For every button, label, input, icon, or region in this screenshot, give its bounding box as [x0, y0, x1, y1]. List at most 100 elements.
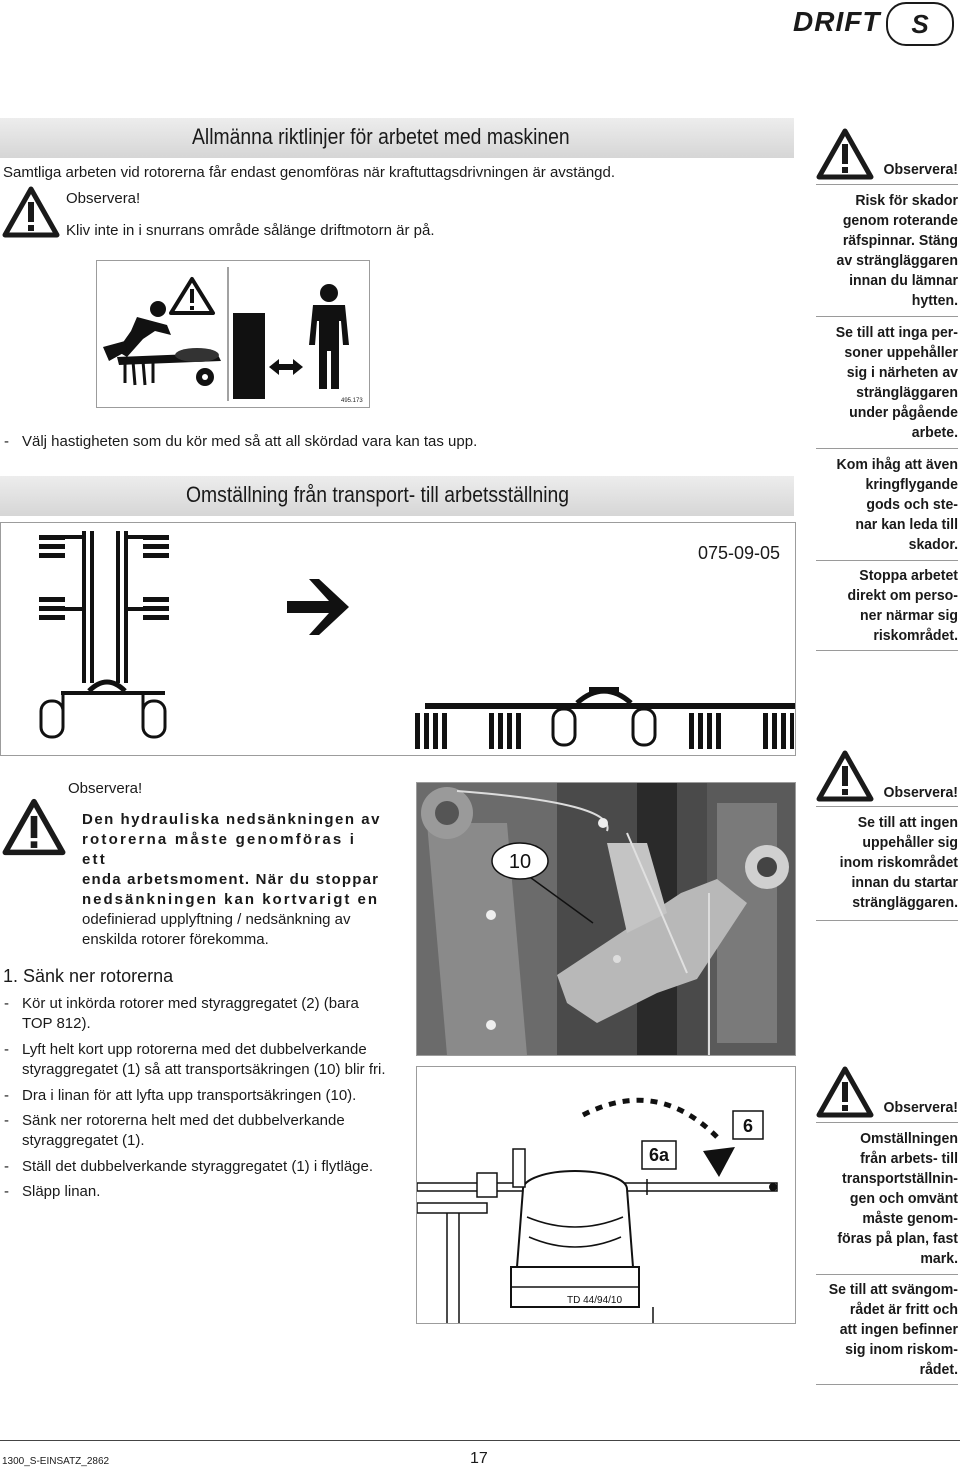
- danger-pictogram-drawing: 495.173: [103, 267, 363, 404]
- transport-to-work-diagram: 075-09-05: [0, 522, 796, 756]
- photo-drawing: 10: [417, 783, 795, 1055]
- warning-text: Kliv inte in i snurrans område sålänge d…: [66, 222, 435, 239]
- line: Risk för skador: [855, 192, 958, 209]
- warning-triangle-icon: [2, 186, 60, 238]
- line: sig i närheten av: [846, 364, 958, 381]
- line: innan du startar: [851, 874, 958, 891]
- hydraulic-warning-icon: [2, 798, 66, 856]
- line: under pågående: [849, 404, 958, 421]
- section2-heading-bar: Omställning från transport- till arbetss…: [0, 476, 794, 516]
- sidebar-observe-label: Observera!: [883, 161, 958, 178]
- figure-code: 495.173: [341, 398, 363, 404]
- line: att ingen befinner: [839, 1321, 958, 1338]
- line: hytten.: [911, 292, 958, 309]
- line: rådet.: [919, 1361, 958, 1378]
- line: av strängläggaren: [836, 252, 958, 269]
- sidebar3-header: Observera!: [816, 1098, 958, 1118]
- line: Ställ det dubbelverkande styraggregatet …: [22, 1158, 374, 1175]
- footer-rule: [0, 1440, 960, 1441]
- line: arbete.: [911, 424, 958, 441]
- sidebar3-paragraph-2: Se till att svängom- rådet är fritt och …: [816, 1280, 958, 1380]
- diagram-code: TD 44/94/10: [567, 1295, 622, 1306]
- line: inom riskområdet: [839, 854, 958, 871]
- line: rådet är fritt och: [849, 1301, 958, 1318]
- step-item: Dra i linan för att lyfta upp transports…: [0, 1086, 402, 1106]
- line: Lyft helt kort upp rotorerna med det dub…: [22, 1041, 367, 1058]
- rotor-lowering-diagram: 6a 6 TD 44/94/10: [416, 1066, 796, 1324]
- line: uppehåller sig: [862, 834, 958, 851]
- line: skador.: [908, 536, 958, 553]
- line: mark.: [920, 1250, 958, 1267]
- line: Kör ut inkörda rotorer med styraggregate…: [22, 995, 359, 1012]
- line: Släpp linan.: [22, 1183, 101, 1200]
- rotor-diagram-drawing: 6a 6 TD 44/94/10: [416, 1097, 778, 1323]
- line: riskområdet.: [873, 627, 958, 644]
- sidebar2-observe-label: Observera!: [883, 784, 958, 801]
- divider: [816, 316, 958, 317]
- diagram-drawing: [39, 531, 795, 749]
- sidebar3-observe-label: Observera!: [883, 1099, 958, 1116]
- line: direkt om perso-: [847, 587, 958, 604]
- line: enda arbetsmoment. När du stoppar: [82, 871, 380, 888]
- sidebar2-warning-icon: [816, 750, 874, 802]
- hydraulic-observe-label: Observera!: [68, 780, 143, 797]
- hydraulic-note: Den hydrauliska nedsänkningen av rotorer…: [82, 810, 382, 950]
- line: gen och omvänt: [849, 1190, 958, 1207]
- sidebar3-warning-icon: [816, 1066, 874, 1118]
- language-badge: S: [886, 2, 954, 46]
- line: styraggregatet (1).: [22, 1132, 145, 1149]
- line: kringflygande: [865, 476, 958, 493]
- section-heading-bar: Allmänna riktlinjer för arbetet med mask…: [0, 118, 794, 158]
- photo-callout: 10: [509, 851, 531, 873]
- sidebar2-header: Observera!: [816, 783, 958, 803]
- line: Stoppa arbetet: [859, 567, 958, 584]
- line: räfspinnar. Stäng: [842, 232, 958, 249]
- line: strängläggaren.: [852, 894, 958, 911]
- line: transportställnin-: [842, 1170, 958, 1187]
- line: sig inom riskom-: [845, 1341, 958, 1358]
- intro-text: Samtliga arbeten vid rotorerna får endas…: [3, 164, 616, 181]
- line: Se till att svängom-: [828, 1281, 958, 1298]
- danger-pictogram: 495.173: [96, 260, 370, 408]
- steps-heading: 1. Sänk ner rotorerna: [3, 966, 174, 986]
- line: innan du lämnar: [849, 272, 958, 289]
- divider: [816, 448, 958, 449]
- label-6: 6: [743, 1116, 753, 1136]
- observe-label: Observera!: [66, 190, 141, 207]
- sidebar-safety-note: Observera!: [816, 160, 958, 180]
- footer-doc-code: 1300_S-EINSATZ_2862: [2, 1456, 110, 1467]
- line: TOP 812).: [22, 1015, 91, 1032]
- line: Sänk ner rotorerna helt med det dubbelve…: [22, 1112, 345, 1129]
- divider: [816, 1274, 958, 1275]
- line: från arbets- till: [860, 1150, 958, 1167]
- sidebar2-note: Se till att ingen uppehåller sig inom ri…: [816, 813, 958, 913]
- step-item: Släpp linan.: [0, 1182, 402, 1202]
- page-number: 17: [470, 1450, 488, 1467]
- line: odefinierad upplyftning / nedsänkning av: [82, 911, 351, 928]
- line: enskilda rotorer förekomma.: [82, 931, 269, 948]
- diagram-code: 075-09-05: [698, 543, 781, 563]
- line: Omställningen: [860, 1130, 958, 1147]
- line: strängläggaren: [856, 384, 958, 401]
- sidebar-paragraph-1: Risk för skador genom roterande räfspinn…: [816, 191, 958, 311]
- sidebar3-paragraph-1: Omställningen från arbets- till transpor…: [816, 1129, 958, 1269]
- label-6a: 6a: [649, 1145, 670, 1165]
- line: nedsänkningen kan kortvarigt en: [82, 891, 380, 908]
- line: Se till att inga per-: [835, 324, 958, 341]
- line: genom roterande: [842, 212, 958, 229]
- line: gods och ste-: [866, 496, 958, 513]
- line: måste genom-: [862, 1210, 958, 1227]
- line: Se till att ingen: [857, 814, 958, 831]
- transport-lock-photo: 10: [416, 782, 796, 1056]
- line: Den hydrauliska nedsänkningen av: [82, 811, 381, 828]
- section-title-drift: DRIFT: [793, 6, 881, 37]
- sidebar-paragraph-4: Stoppa arbetet direkt om perso- ner närm…: [816, 566, 958, 646]
- sidebar-paragraph-3: Kom ihåg att även kringflygande gods och…: [816, 455, 958, 555]
- line: ner närmar sig: [860, 607, 958, 624]
- step-item: Kör ut inkörda rotorer med styraggregate…: [0, 994, 382, 1034]
- step-item: Sänk ner rotorerna helt med det dubbelve…: [0, 1111, 402, 1151]
- divider: [816, 1384, 958, 1385]
- line: Dra i linan för att lyfta upp transports…: [22, 1087, 357, 1104]
- line: Kom ihåg att även: [836, 456, 958, 473]
- line: styraggregatet (1) så att transportsäkri…: [22, 1061, 386, 1078]
